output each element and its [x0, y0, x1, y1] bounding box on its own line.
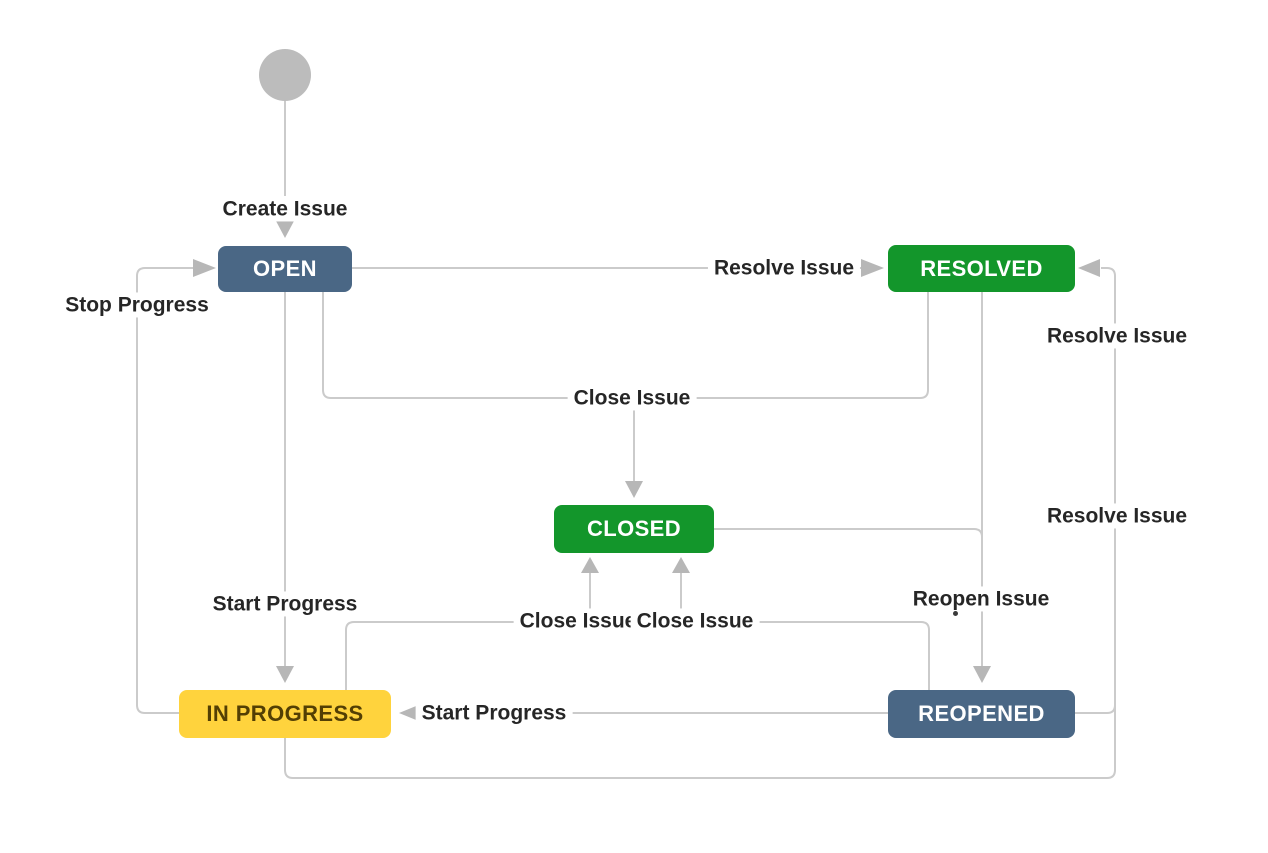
label-start-progress-reopened[interactable]: Start Progress	[415, 700, 573, 726]
arrowhead-start-progress-open	[276, 666, 294, 683]
start-node	[259, 49, 311, 101]
state-open[interactable]: OPEN	[218, 246, 352, 292]
arrowhead-stop-progress	[193, 259, 216, 277]
label-close-issue-main[interactable]: Close Issue	[567, 385, 697, 411]
label-resolve-issue-open[interactable]: Resolve Issue	[707, 255, 861, 281]
arrowhead-close-issue-in-progress	[581, 557, 599, 573]
arrowhead-start-progress-reopened	[399, 704, 421, 722]
arrowhead-resolve-issue-right	[1078, 259, 1100, 277]
edge-reopened-closed	[681, 621, 930, 690]
label-stop-progress[interactable]: Stop Progress	[59, 292, 215, 318]
label-close-issue-reopened[interactable]: Close Issue	[630, 608, 760, 634]
state-in-progress[interactable]: IN PROGRESS	[179, 690, 391, 738]
edge-stop-progress	[136, 267, 193, 714]
arrowhead-close-issue-reopened	[672, 557, 690, 573]
arrowhead-reopen-issue	[973, 666, 991, 683]
label-resolve-issue-reopened[interactable]: Resolve Issue	[1040, 503, 1194, 529]
reopen-issue-overlap-dot	[953, 611, 958, 616]
label-start-progress-open[interactable]: Start Progress	[206, 591, 364, 617]
edge-reopened-right-join	[1075, 690, 1116, 714]
edge-in-progress-closed	[345, 621, 590, 690]
state-closed[interactable]: CLOSED	[554, 505, 714, 553]
arrowhead-create-issue	[276, 221, 294, 238]
label-reopen-issue[interactable]: Reopen Issue	[906, 586, 1056, 612]
state-resolved[interactable]: RESOLVED	[888, 245, 1075, 292]
edge-open-resolved-closed	[322, 292, 929, 399]
arrowhead-close-issue-main	[625, 481, 643, 498]
state-reopened[interactable]: REOPENED	[888, 690, 1075, 738]
edge-in-progress-resolved-loop	[284, 267, 1116, 779]
arrowhead-open-resolved	[861, 259, 884, 277]
label-close-issue-in-progress[interactable]: Close Issue	[513, 608, 643, 634]
edge-closed-reopened	[714, 528, 983, 560]
label-create-issue[interactable]: Create Issue	[216, 196, 354, 222]
label-resolve-issue-in-progress[interactable]: Resolve Issue	[1040, 323, 1194, 349]
